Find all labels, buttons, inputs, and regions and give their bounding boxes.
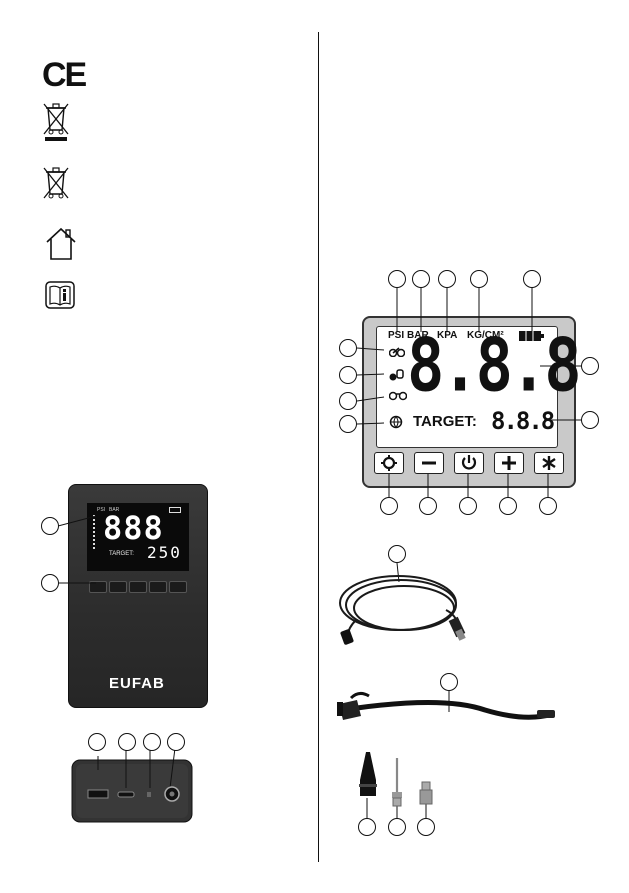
device-button-settings[interactable] (89, 581, 107, 593)
indoor-house-icon (46, 227, 76, 260)
callout-target-digits (581, 411, 599, 429)
callout-usb-cable (388, 545, 406, 563)
callout-usb-port (88, 733, 106, 751)
ball-mode-icon (389, 415, 403, 429)
plus-icon (502, 456, 516, 470)
weee-bin-bar-icon (43, 103, 69, 141)
read-manual-icon (45, 281, 75, 309)
leader-line (58, 515, 97, 527)
lcd-display: PSI BAR KPA KG/CM² 8.8.8 TARGET: 8.8.8 (376, 326, 582, 448)
usb-cable-image (339, 575, 466, 645)
column-divider (318, 32, 319, 862)
device-brand-logo: EUFAB (109, 675, 165, 692)
callout-motorcycle-mode (339, 366, 357, 384)
light-button[interactable] (534, 452, 564, 474)
callout-unit-kgcm2 (470, 270, 488, 288)
device-button-plus[interactable] (149, 581, 167, 593)
device-button-light[interactable] (169, 581, 187, 593)
lcd-main-digits: 8.8.8 (407, 321, 582, 409)
lcd-target-label: TARGET: (413, 413, 477, 430)
callout-unit-bar (412, 270, 430, 288)
device-unit-psi: PSI (97, 507, 106, 513)
callout-led-indicator (143, 733, 161, 751)
minus-icon (422, 461, 436, 465)
device-button-minus[interactable] (109, 581, 127, 593)
needle-adapter-image (392, 758, 402, 807)
callout-presta-adapter (417, 818, 435, 836)
callout-plus-button (499, 497, 517, 515)
bicycle-mode-icon (389, 347, 405, 357)
callout-needle-adapter (388, 818, 406, 836)
port-panel (71, 747, 193, 823)
inflation-hose-image (337, 691, 555, 720)
callout-usbc-port (118, 733, 136, 751)
callout-unit-kpa (438, 270, 456, 288)
presta-adapter-image (419, 781, 433, 805)
weee-bin-icon (43, 167, 69, 199)
device-body: PSI BAR 888 TARGET: 250 EUFAB (68, 484, 208, 708)
callout-settings-button (380, 497, 398, 515)
lcd-unit-kgcm2: KG/CM² (467, 330, 504, 341)
device-battery-icon (169, 507, 181, 513)
callout-unit-psi (388, 270, 406, 288)
leader-line (58, 582, 96, 584)
callout-ball-mode (339, 415, 357, 433)
callout-main-digits (581, 357, 599, 375)
callout-hose-port (167, 733, 185, 751)
device-mode-icons (93, 515, 103, 549)
callout-light-button (539, 497, 557, 515)
callout-hose (440, 673, 458, 691)
callout-power-button (459, 497, 477, 515)
settings-button[interactable] (374, 452, 404, 474)
device-button-power[interactable] (129, 581, 147, 593)
lcd-unit-bar: BAR (407, 330, 429, 341)
lcd-unit-kpa: KPA (437, 330, 458, 341)
lcd-unit-psi: PSI (388, 330, 405, 341)
settings-icon (381, 455, 397, 471)
lcd-target-digits: 8.8.8 (491, 407, 555, 435)
callout-bicycle-mode (339, 339, 357, 357)
callout-battery (523, 270, 541, 288)
callout-cone-nozzle (358, 818, 376, 836)
device-screen: PSI BAR 888 TARGET: 250 (87, 503, 189, 571)
minus-button[interactable] (414, 452, 444, 474)
callout-minus-button (419, 497, 437, 515)
device-unit-bar: BAR (109, 507, 120, 513)
device-main-digits: 888 (103, 509, 164, 547)
plus-button[interactable] (494, 452, 524, 474)
light-icon (542, 456, 556, 470)
car-mode-icon (389, 391, 407, 401)
lcd-battery-icon (519, 331, 544, 341)
nozzle-cone-image (359, 752, 377, 796)
device-target-value: 250 (147, 543, 182, 562)
callout-car-mode (339, 392, 357, 410)
motorcycle-mode-icon (389, 369, 404, 381)
power-icon (461, 455, 477, 470)
power-button[interactable] (454, 452, 484, 474)
device-target-label: TARGET: (109, 551, 134, 557)
ce-mark: CE (42, 56, 87, 94)
